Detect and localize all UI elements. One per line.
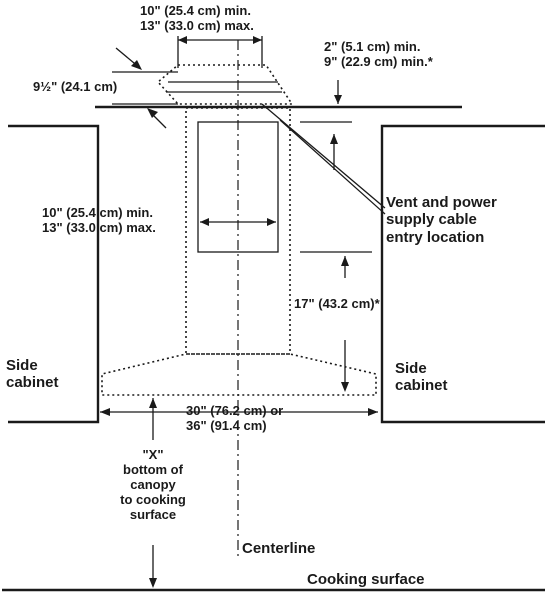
x-dimension-line1: "X" (142, 447, 164, 462)
vent-entry-label-line2: supply cable (386, 211, 477, 229)
x-dimension-line5: surface (129, 506, 177, 522)
overall-width-line2: 36" (91.4 cm) (186, 417, 267, 433)
x-arrow-upper (149, 398, 157, 408)
canopy-outline (101, 353, 377, 396)
side-cabinet-left-label: Side cabinet (6, 357, 59, 392)
top-width-label-line2: 13" (33.0 cm) max. (140, 17, 254, 33)
side-cabinet-right-label: Side cabinet (395, 360, 448, 395)
top-width-label-line1: 10" (25.4 cm) min. (140, 3, 251, 18)
overall-width-line1: 30" (76.2 cm) or (186, 403, 284, 418)
height-17-arrow-upper (341, 256, 349, 266)
width-arrow-right (368, 408, 378, 416)
height-17-arrow-lower (341, 382, 349, 392)
vent-leader-line-2 (279, 119, 386, 215)
x-arrow-lower (149, 578, 157, 588)
vent-entry-label-line1: Vent and power (386, 194, 497, 211)
x-dimension-label: "X" bottom of canopy to cooking surface (103, 447, 203, 523)
mid-width-arrow-left (200, 218, 209, 226)
x-dimension-line4: to cooking (120, 491, 186, 507)
top-width-label: 10" (25.4 cm) min. 13" (33.0 cm) max. (140, 3, 254, 34)
left-side-cabinet (8, 124, 100, 424)
mid-width-label-line1: 10" (25.4 cm) min. (42, 205, 153, 220)
right-top-arrow (334, 95, 342, 104)
vent-entry-label-line3: entry location (386, 228, 485, 246)
mid-width-label: 10" (25.4 cm) min. 13" (33.0 cm) max. (42, 205, 156, 236)
vent-leader-line-1 (261, 103, 386, 209)
top-width-arrow-right (253, 36, 262, 44)
centerline-label: Centerline (242, 540, 316, 557)
mid-width-label-line2: 13" (33.0 cm) max. (42, 219, 156, 235)
right-top-label: 2" (5.1 cm) min. 9" (22.9 cm) min.* (324, 39, 433, 70)
width-arrow-left (100, 408, 110, 416)
side-cabinet-right-line1: Side (395, 360, 427, 377)
right-side-cabinet (380, 124, 545, 424)
left-top-arrow-upper (131, 60, 142, 70)
overall-width-label: 30" (76.2 cm) or 36" (91.4 cm) (186, 403, 284, 434)
top-width-arrow-left (178, 36, 187, 44)
x-dimension-line3: canopy (130, 476, 176, 492)
left-top-arrow-lower (147, 108, 158, 118)
vent-top-arrow (330, 134, 338, 144)
right-top-label-line1: 2" (5.1 cm) min. (324, 39, 421, 54)
left-top-label: 9½" (24.1 cm) (33, 79, 118, 94)
x-dimension-line2: bottom of (123, 461, 183, 477)
side-cabinet-right-line2: cabinet (395, 377, 448, 395)
mounting-bracket-outline (156, 64, 294, 105)
right-top-label-line2: 9" (22.9 cm) min.* (324, 53, 433, 69)
vent-entry-label: Vent and power supply cable entry locati… (386, 194, 497, 246)
side-cabinet-left-line1: Side (6, 357, 38, 374)
side-cabinet-left-line2: cabinet (6, 374, 59, 392)
cooking-surface-label: Cooking surface (307, 571, 425, 588)
height-17-label: 17" (43.2 cm)* (294, 296, 380, 311)
mid-width-arrow-right (267, 218, 276, 226)
